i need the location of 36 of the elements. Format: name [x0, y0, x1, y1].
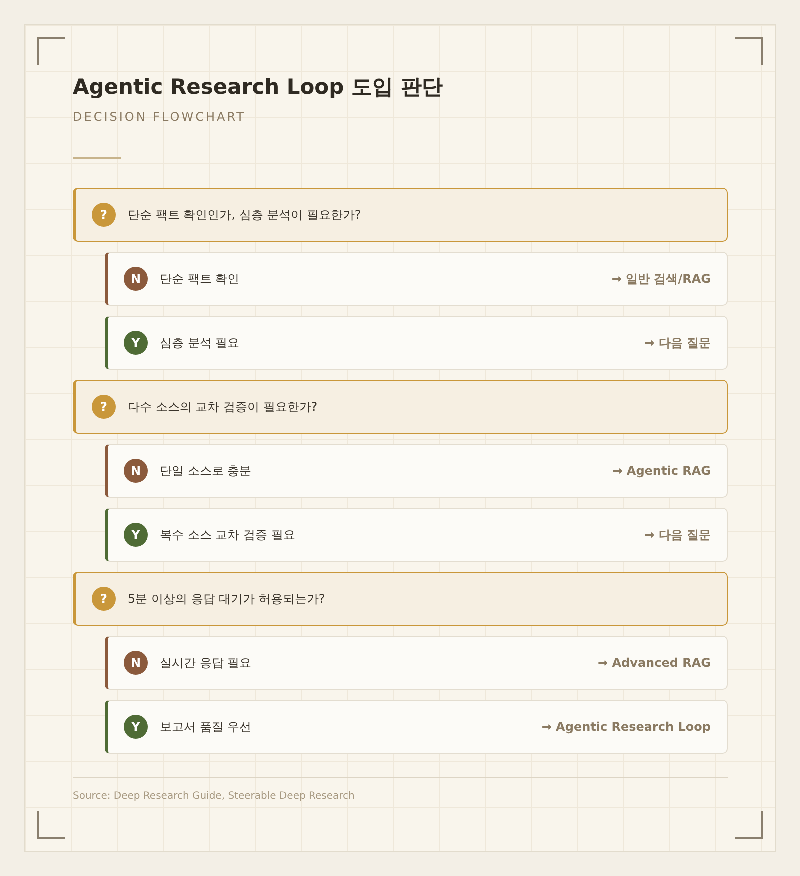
- answer-box: [105, 636, 728, 690]
- answer-text: 보고서 품질 우선: [160, 718, 252, 736]
- answer-badge: Y: [124, 715, 148, 739]
- question-text: 다수 소스의 교차 검증이 필요한가?: [128, 398, 318, 416]
- answer-badge: N: [124, 459, 148, 483]
- result-text: → Agentic Research Loop: [542, 720, 711, 734]
- source-note: Source: Deep Research Guide, Steerable Deep Research: [73, 791, 355, 802]
- title: Agentic Research Loop 도입 판단: [73, 74, 443, 101]
- answer-text: 실시간 응답 필요: [160, 654, 252, 672]
- question-text: 단순 팩트 확인인가, 심층 분석이 필요한가?: [128, 206, 362, 224]
- answer-badge: Y: [124, 331, 148, 355]
- question-text: 5분 이상의 응답 대기가 허용되는가?: [128, 590, 326, 608]
- question-box: [73, 572, 728, 626]
- answer-box: [105, 444, 728, 498]
- result-text: → 일반 검색/RAG: [612, 270, 711, 288]
- answer-box: [105, 316, 728, 370]
- answer-box: [105, 700, 728, 754]
- question-box: [73, 380, 728, 434]
- answer-box: [105, 252, 728, 306]
- subtitle: DECISION FLOWCHART: [73, 110, 246, 124]
- answer-badge: N: [124, 267, 148, 291]
- result-text: → 다음 질문: [644, 334, 711, 352]
- answer-box: [105, 508, 728, 562]
- answer-text: 복수 소스 교차 검증 필요: [160, 526, 296, 544]
- question-box: [73, 188, 728, 242]
- result-text: → 다음 질문: [644, 526, 711, 544]
- result-text: → Advanced RAG: [598, 656, 711, 670]
- answer-text: 심층 분석 필요: [160, 334, 240, 352]
- question-badge: ?: [92, 203, 116, 227]
- question-badge: ?: [92, 587, 116, 611]
- answer-text: 단순 팩트 확인: [160, 270, 240, 288]
- answer-badge: Y: [124, 523, 148, 547]
- result-text: → Agentic RAG: [612, 464, 711, 478]
- question-badge: ?: [92, 395, 116, 419]
- answer-badge: N: [124, 651, 148, 675]
- answer-text: 단일 소스로 충분: [160, 462, 252, 480]
